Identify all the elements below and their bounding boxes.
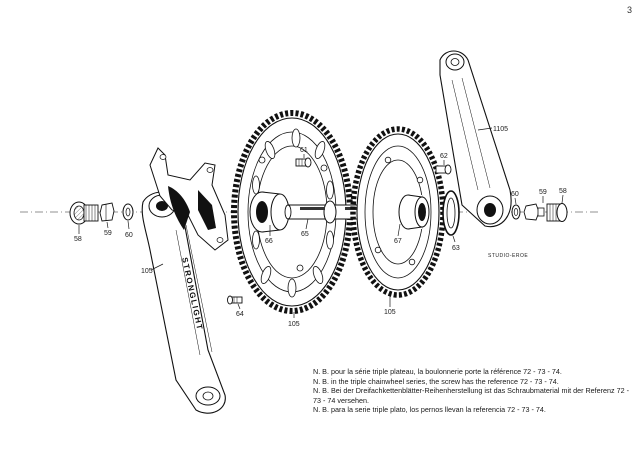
spacer-ring-63: [442, 190, 460, 236]
callout-62: 62: [440, 153, 448, 160]
callout-60-right: 60: [511, 191, 519, 198]
chainring-screw-64: [227, 295, 243, 305]
left-spider: [149, 147, 229, 251]
callout-60-left: 60: [125, 232, 133, 239]
callout-59-right: 59: [539, 189, 547, 196]
bearing-cup-67: [398, 194, 430, 230]
left-dust-cap-58: [69, 201, 99, 225]
note-spanish: N. B. para la serie triple plato, los pe…: [313, 405, 546, 415]
chainring-screw-62: [435, 164, 452, 175]
bearing-cup-66: [249, 191, 290, 233]
callout-67: 67: [394, 238, 402, 245]
callout-105-large-ring: 105: [288, 321, 300, 328]
page-number: 3: [626, 5, 632, 15]
callout-105-left-crank: 105: [141, 268, 153, 275]
right-crank-arm-1105: [439, 50, 512, 228]
callout-65: 65: [301, 231, 309, 238]
callout-105-small-ring: 105: [384, 309, 396, 316]
callout-66: 66: [265, 238, 273, 245]
notes-block: N. B. pour la série triple plateau, la b…: [313, 367, 633, 415]
callout-61: 61: [300, 147, 308, 154]
note-german: N. B. Bei der Dreifachkettenblätter-Reih…: [313, 386, 630, 405]
right-dust-cap-58: [546, 203, 568, 222]
callout-63: 63: [452, 245, 460, 252]
left-bolt-59: [99, 202, 115, 222]
chainring-screw-61: [295, 157, 312, 168]
studio-credit: STUDIO-EROE: [488, 253, 528, 259]
right-bolt-59: [523, 203, 545, 221]
right-washer-60: [511, 204, 521, 220]
note-french: N. B. pour la série triple plateau, la b…: [313, 367, 562, 376]
callout-58-right: 58: [559, 188, 567, 195]
left-washer-60: [122, 203, 134, 221]
note-english: N. B. in the triple chainwheel series, t…: [313, 376, 559, 386]
callout-64: 64: [236, 311, 244, 318]
callout-59-left: 59: [104, 230, 112, 237]
callout-58-left: 58: [74, 236, 82, 243]
callout-1105: 1105: [493, 126, 508, 133]
small-chainring-105: [350, 126, 446, 298]
